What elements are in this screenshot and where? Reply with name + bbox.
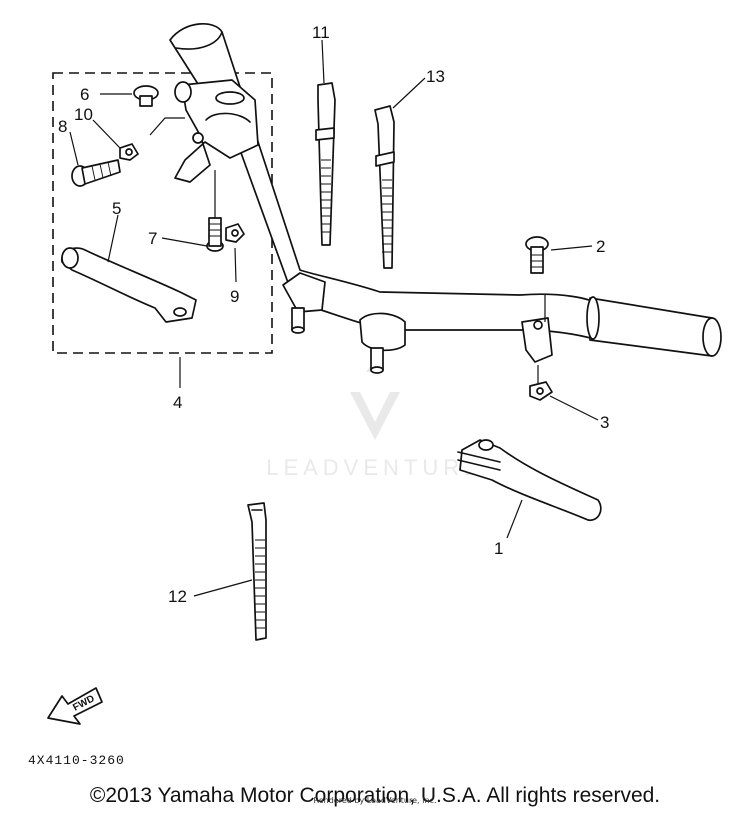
watermark-text: LEADVENTURE [266, 455, 484, 480]
cable-tie-part-13[interactable] [374, 105, 395, 269]
callout-6: 6 [80, 85, 89, 104]
bolt-part-2[interactable] [525, 236, 549, 274]
nut-part-10[interactable] [119, 143, 139, 161]
cable-tie-part-12[interactable] [247, 502, 267, 641]
callout-12: 12 [168, 587, 187, 606]
nut-part-9[interactable] [225, 223, 245, 243]
callout-labels: 1 2 3 4 5 6 7 8 9 10 11 12 13 [58, 23, 609, 606]
callout-1: 1 [494, 539, 503, 558]
fwd-arrow-icon: FWD [47, 687, 103, 725]
watermark-logo [350, 392, 400, 440]
callout-13: 13 [426, 67, 445, 86]
callout-9: 9 [230, 287, 239, 306]
bolt-part-7[interactable] [206, 217, 224, 252]
screw-part-6[interactable] [133, 85, 159, 107]
handlebar[interactable] [169, 22, 722, 374]
callout-10: 10 [74, 105, 93, 124]
cable-tie-part-11[interactable] [315, 82, 336, 246]
callout-3: 3 [600, 413, 609, 432]
diagram-code: 4X4110-3260 [28, 753, 125, 768]
render-credit: Rendered by LeadVenture, Inc. [313, 796, 437, 805]
leadventure-watermark: LEADVENTURE [266, 358, 484, 480]
callout-11: 11 [312, 23, 330, 42]
lever-part-1[interactable] [457, 439, 602, 521]
lever-holder-assembly[interactable] [174, 79, 259, 183]
bolt-part-8[interactable] [71, 159, 121, 187]
callout-4: 4 [173, 393, 182, 412]
nut-part-3[interactable] [529, 381, 553, 401]
callout-5: 5 [112, 199, 121, 218]
lever-part-5[interactable] [61, 247, 197, 323]
callout-7: 7 [148, 229, 157, 248]
leader-lines [69, 39, 599, 597]
callout-8: 8 [58, 117, 67, 136]
copyright-notice: ©2013 Yamaha Motor Corporation, U.S.A. A… [89, 784, 661, 807]
callout-2: 2 [596, 237, 605, 256]
